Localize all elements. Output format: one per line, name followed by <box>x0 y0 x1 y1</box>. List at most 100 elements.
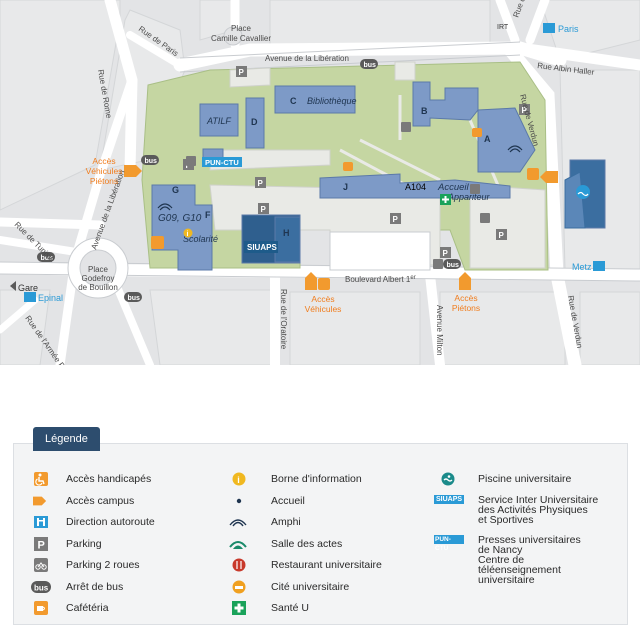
highway-direction-icon <box>593 261 605 271</box>
parking-icon: P <box>390 213 401 224</box>
svg-text:bus: bus <box>364 62 377 69</box>
parking-icon: P <box>34 537 48 551</box>
campus-access-icons <box>124 165 558 290</box>
legend-label: Accueil <box>271 495 305 507</box>
campus-access-icon <box>540 171 558 183</box>
label-epinal: Epinal <box>38 293 63 303</box>
svg-text:P: P <box>258 179 264 188</box>
place-labels: Place Camille Cavallier Place Godefroy d… <box>78 24 271 292</box>
svg-text:P: P <box>38 540 45 552</box>
two-wheel-parking-icon <box>34 558 48 572</box>
access-labels: Accès Véhicules Piétons Accès Véhicules … <box>86 156 481 314</box>
legend-label: Accès campus <box>66 495 135 507</box>
legend-label: Borne d'information <box>271 473 362 485</box>
svg-text:bus: bus <box>128 295 141 302</box>
campus-access-icon <box>124 165 142 177</box>
roundabout-camille <box>223 26 243 46</box>
building-A <box>477 107 536 173</box>
place-godefroy-line3: de Bouillon <box>78 283 118 292</box>
handicap-access-icon <box>34 472 48 486</box>
svg-text:bus: bus <box>41 255 54 262</box>
bus-stop-icon: bus <box>37 252 55 262</box>
legend-label: Amphi <box>271 516 301 528</box>
access-vehicules-pietons-1: Accès <box>92 156 115 166</box>
bus-stop-icons: bus bus bus bus bus <box>37 59 461 302</box>
buildings <box>151 81 606 271</box>
cafeteria-icons <box>343 128 482 171</box>
access-vehicules-2: Véhicules <box>305 304 342 314</box>
legend-label: Cafétéria <box>66 602 109 614</box>
legend-label: Restaurant universitaire <box>271 559 382 571</box>
direction-badges: Paris Metz Epinal Gare IRT <box>10 23 605 303</box>
roundabout-center <box>79 249 117 287</box>
svg-text:i: i <box>187 231 189 238</box>
pun-ctu-badge: PUN-CTU <box>202 157 242 167</box>
legend-label: Service Inter Universitaire des Activité… <box>478 494 599 526</box>
svg-text:P: P <box>522 106 528 115</box>
bus-stop-icon: bus <box>124 292 142 302</box>
parking-icon: P <box>258 203 269 214</box>
building-C-bibliotheque <box>274 85 356 114</box>
handicap-access-icon <box>527 168 539 180</box>
building-atilf <box>199 103 239 137</box>
svg-text:P: P <box>261 205 267 214</box>
svg-text:PUN-CTU: PUN-CTU <box>205 158 239 167</box>
amphitheater-icon <box>229 519 247 527</box>
svg-text:SIUAPS: SIUAPS <box>247 243 277 252</box>
access-pietons-1: Accès <box>454 293 477 303</box>
campus-access-icon <box>305 272 317 290</box>
label-B: B <box>421 106 428 116</box>
svg-text:bus: bus <box>447 262 460 269</box>
access-pietons-2: Piétons <box>452 303 480 313</box>
legend-label: Cité universitaire <box>271 581 350 593</box>
legend-label: Accès handicapés <box>66 473 152 485</box>
cafeteria-icon <box>34 601 48 615</box>
label-G: G <box>172 185 179 195</box>
svg-text:P: P <box>443 249 449 258</box>
train-arrow-icon <box>10 281 16 291</box>
place-camille-line1: Place <box>231 24 252 33</box>
building-labels: C Bibliothèque ATILF D B A J G F H G09, … <box>158 96 491 244</box>
health-icon <box>440 194 451 205</box>
bus-stop-icon: bus <box>443 259 461 269</box>
legend-label: Piscine universitaire <box>478 473 572 485</box>
access-vehicules-pietons-3: Piétons <box>90 176 118 186</box>
swimming-pool-icon <box>576 185 590 199</box>
label-accueil: Accueil <box>437 182 470 193</box>
handicap-access-icon <box>151 236 164 249</box>
building-D <box>245 97 265 149</box>
university-residence-icon <box>232 580 246 594</box>
access-vehicules-pietons-2: Véhicules <box>86 166 123 176</box>
svg-text:P: P <box>499 231 505 240</box>
parking-icon: P <box>496 229 507 240</box>
label-paris: Paris <box>558 24 579 34</box>
svg-text:bus: bus <box>145 158 158 165</box>
information-kiosk-icon: i <box>183 228 193 238</box>
label-D: D <box>251 117 258 127</box>
amphitheater-icon <box>157 145 523 211</box>
place-godefroy-line1: Place <box>88 265 109 274</box>
building-B <box>412 81 479 127</box>
highway-direction-icon <box>543 23 555 33</box>
svg-text:i: i <box>237 475 240 485</box>
legend-label: Salle des actes <box>271 538 343 550</box>
parking-icon: P <box>255 177 266 188</box>
siuaps-badge: SIUAPS <box>244 241 278 253</box>
highway-direction-icon <box>24 292 36 302</box>
university-restaurant-icon <box>232 558 246 572</box>
label-gare: Gare <box>18 283 38 293</box>
label-g09-g10: G09, G10 <box>158 213 202 224</box>
street-avenue-liberation: Avenue de la Libération <box>265 54 349 63</box>
svg-text:P: P <box>239 68 245 77</box>
ceremony-hall-icon <box>229 541 247 549</box>
label-F: F <box>205 210 211 220</box>
handicap-access-icons <box>151 168 539 290</box>
reception-icon <box>236 498 242 504</box>
street-rue-oratoire: Rue de l'Oratoire <box>279 289 288 350</box>
swimming-pool-icon <box>441 472 455 486</box>
place-godefroy-line2: Godefroy <box>82 274 115 283</box>
bus-stop-icon: bus <box>360 59 378 69</box>
building-G <box>151 184 213 271</box>
highway-direction-icon <box>34 516 48 528</box>
label-C: C <box>290 96 297 106</box>
